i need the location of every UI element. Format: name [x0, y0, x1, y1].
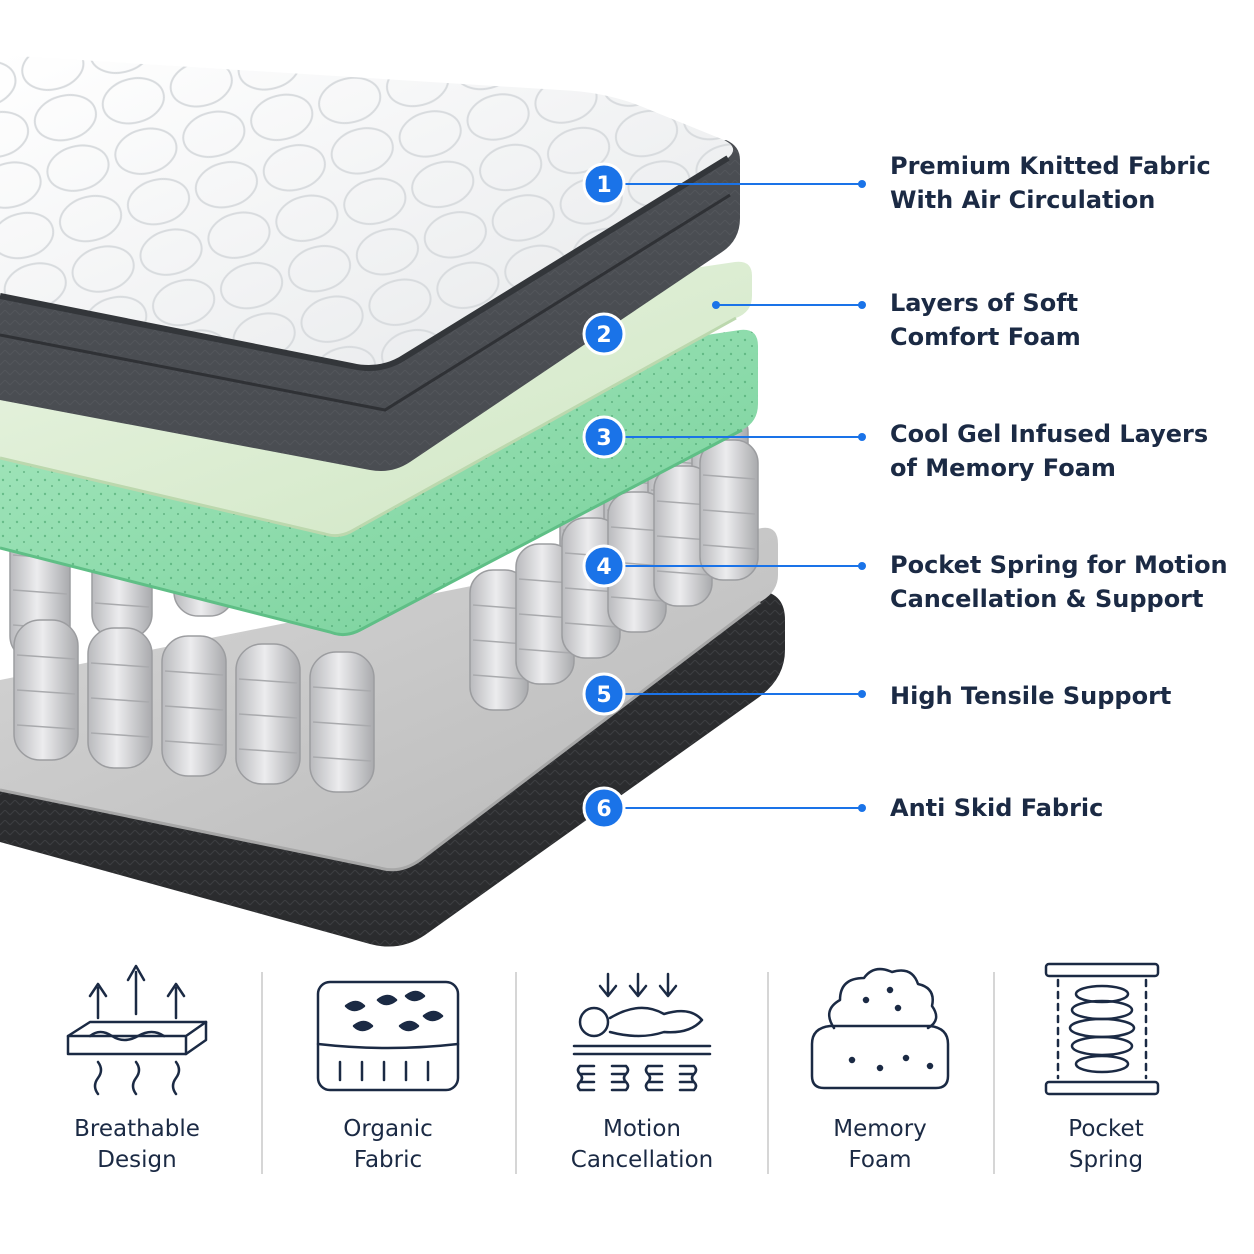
spring-band — [16, 724, 76, 730]
feature-label: Fabric — [353, 1147, 423, 1173]
callout-line: Cancellation & Support — [890, 585, 1204, 613]
callout-startpoint — [712, 301, 720, 309]
layer-number-badge — [582, 162, 626, 206]
callout-endpoint — [858, 690, 866, 698]
callout-line: Pocket Spring for Motion — [890, 551, 1228, 579]
spring-band — [90, 697, 150, 703]
callout-line: of Memory Foam — [890, 454, 1116, 482]
layer-callouts: 1 2 3 4 5 6 — [582, 162, 866, 830]
callout-soft-comfort-foam: Layers of Soft Comfort Foam — [890, 286, 1230, 354]
callout-endpoint — [858, 180, 866, 188]
breathable-icon — [66, 964, 208, 1096]
feature-pocket-spring: Pocket Spring — [996, 1114, 1216, 1176]
spring-band — [702, 544, 756, 550]
feature-label: Design — [97, 1147, 177, 1173]
organic-fabric-icon — [316, 980, 460, 1092]
callout-pocket-spring: Pocket Spring for Motion Cancellation & … — [890, 548, 1230, 616]
layer-number: 2 — [596, 323, 611, 348]
callout-endpoint — [858, 804, 866, 812]
layer-number-badge — [582, 672, 626, 716]
layer-number: 3 — [596, 426, 611, 451]
feature-label: Organic — [343, 1116, 433, 1142]
callout-line: Anti Skid Fabric — [890, 794, 1104, 822]
spring-band — [238, 713, 298, 719]
feature-label: Memory — [833, 1116, 927, 1142]
feature-breathable-design: Breathable Design — [27, 1114, 247, 1176]
layer-knitted-top — [0, 55, 740, 471]
spring-band — [702, 509, 756, 515]
spring-band — [164, 670, 224, 676]
feature-label: Breathable — [74, 1116, 200, 1142]
pocket-spring-icon — [1044, 962, 1160, 1096]
spring-coil — [235, 643, 301, 785]
spring-band — [12, 589, 68, 595]
spring-band — [312, 756, 372, 762]
callout-high-tensile-support: High Tensile Support — [890, 679, 1230, 713]
feature-label: Pocket — [1068, 1116, 1144, 1142]
feature-label: Motion — [603, 1116, 681, 1142]
feature-label: Foam — [848, 1147, 912, 1173]
spring-band — [656, 570, 710, 576]
spring-band — [16, 654, 76, 660]
spring-coil — [87, 627, 153, 769]
feature-label: Spring — [1068, 1147, 1144, 1173]
spring-coil — [161, 635, 227, 777]
layer-number-badge — [582, 786, 626, 830]
spring-band — [610, 596, 664, 602]
layer-number: 1 — [596, 173, 611, 198]
callout-endpoint — [858, 562, 866, 570]
spring-band — [90, 732, 150, 738]
memory-foam-icon — [810, 967, 950, 1090]
feature-organic-fabric: Organic Fabric — [278, 1114, 498, 1176]
spring-band — [238, 748, 298, 754]
callout-line: Layers of Soft — [890, 289, 1079, 317]
motion-cancellation-icon — [572, 972, 712, 1092]
spring-band — [164, 740, 224, 746]
feature-memory-foam: Memory Foam — [770, 1114, 990, 1176]
spring-coil — [699, 439, 759, 581]
feature-motion-cancellation: Motion Cancellation — [532, 1114, 752, 1176]
feature-dividers — [261, 972, 995, 1174]
callout-line: With Air Circulation — [890, 186, 1156, 214]
callout-endpoint — [858, 301, 866, 309]
spring-band — [472, 674, 526, 680]
spring-band — [90, 662, 150, 668]
spring-band — [238, 678, 298, 684]
layer-number: 5 — [596, 683, 611, 708]
spring-band — [564, 622, 618, 628]
spring-band — [518, 648, 572, 654]
spring-band — [312, 721, 372, 727]
callout-line: Premium Knitted Fabric — [890, 152, 1211, 180]
spring-coil — [309, 651, 375, 793]
callout-line: Comfort Foam — [890, 323, 1081, 351]
callout-endpoint — [858, 433, 866, 441]
layer-number-badge — [582, 415, 626, 459]
layer-number: 4 — [596, 555, 611, 580]
spring-band — [164, 705, 224, 711]
layer-number-badge — [582, 312, 626, 356]
callout-line: Cool Gel Infused Layers — [890, 420, 1209, 448]
spring-band — [702, 474, 756, 480]
layer-number: 6 — [596, 797, 611, 822]
spring-band — [16, 689, 76, 695]
callout-premium-knitted-fabric: Premium Knitted Fabric With Air Circulat… — [890, 149, 1230, 217]
feature-label: Cancellation — [570, 1147, 714, 1173]
callout-anti-skid-fabric: Anti Skid Fabric — [890, 791, 1230, 825]
callout-gel-memory-foam: Cool Gel Infused Layers of Memory Foam — [890, 417, 1230, 485]
spring-coil — [13, 619, 79, 761]
spring-band — [312, 686, 372, 692]
callout-line: High Tensile Support — [890, 682, 1172, 710]
spring-band — [94, 602, 150, 608]
layer-number-badge — [582, 544, 626, 588]
